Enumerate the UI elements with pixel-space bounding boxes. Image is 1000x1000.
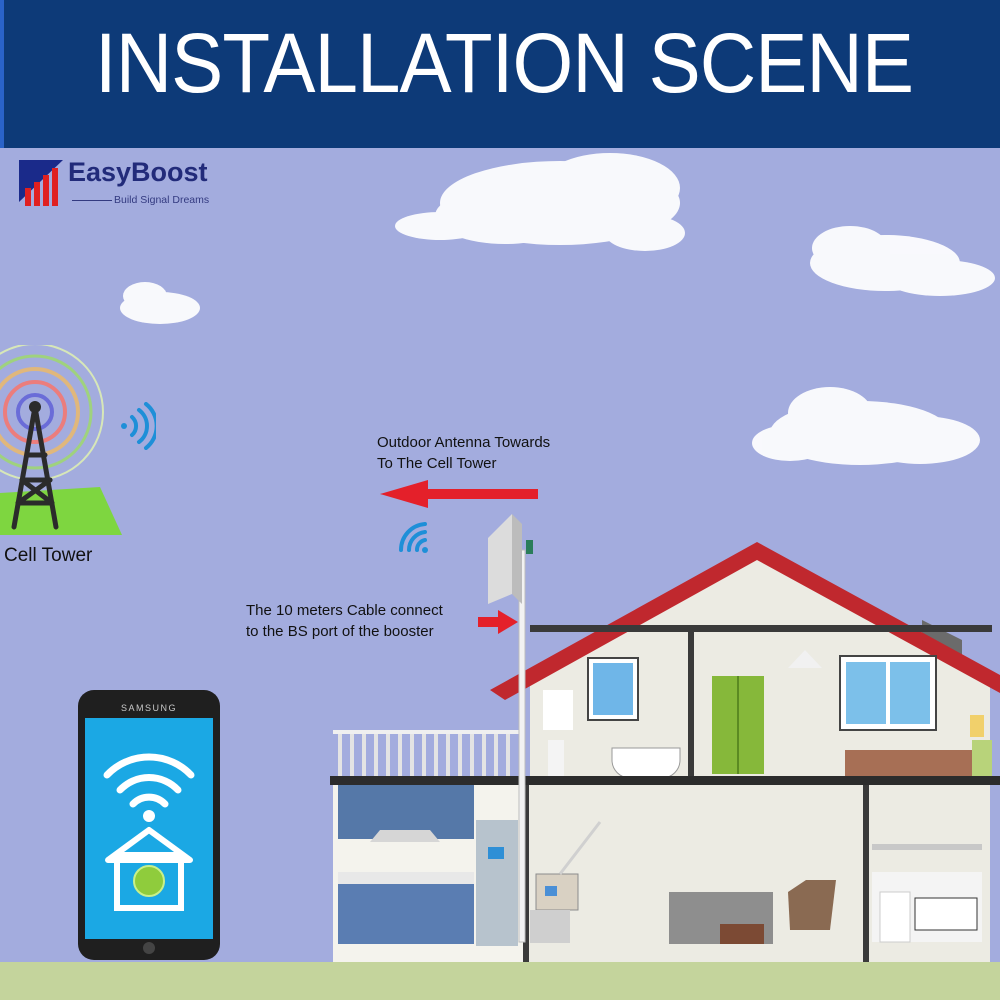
smartphone-illustration <box>78 690 220 960</box>
easyboost-logo-icon <box>19 160 63 206</box>
cloud-small-left <box>120 282 200 324</box>
outdoor-antenna-label-line1: Outdoor Antenna Towards <box>377 434 551 451</box>
signal-waves-icon <box>121 402 156 450</box>
arrow-right-icon <box>478 610 518 634</box>
cloud-large <box>395 153 685 251</box>
phone-brand-label: SAMSUNG <box>120 703 177 713</box>
outdoor-antenna-label: Outdoor Antenna Towards To The Cell Towe… <box>377 432 550 474</box>
signal-waves-icon <box>398 522 428 553</box>
banner-title: INSTALLATION SCENE <box>94 16 914 110</box>
clouds <box>120 153 995 465</box>
cable-label: The 10 meters Cable connect to the BS po… <box>246 600 443 642</box>
house-illustration <box>330 514 1000 963</box>
tagline-rule <box>72 200 112 201</box>
cable-label-line1: The 10 meters Cable connect <box>246 602 443 619</box>
outdoor-antenna-label-line2: To The Cell Tower <box>377 455 497 472</box>
cell-tower-label: Cell Tower <box>4 545 93 566</box>
ground <box>0 962 1000 1000</box>
brand-name: EasyBoost <box>68 157 208 187</box>
brand-tagline: Build Signal Dreams <box>114 194 210 206</box>
cloud-right-mid <box>752 387 980 465</box>
title-banner: INSTALLATION SCENE <box>0 0 1000 148</box>
cell-tower-illustration <box>0 345 122 535</box>
cloud-right-top <box>810 226 995 296</box>
cable-label-line2: to the BS port of the booster <box>246 623 434 640</box>
arrow-left-icon <box>380 480 538 508</box>
